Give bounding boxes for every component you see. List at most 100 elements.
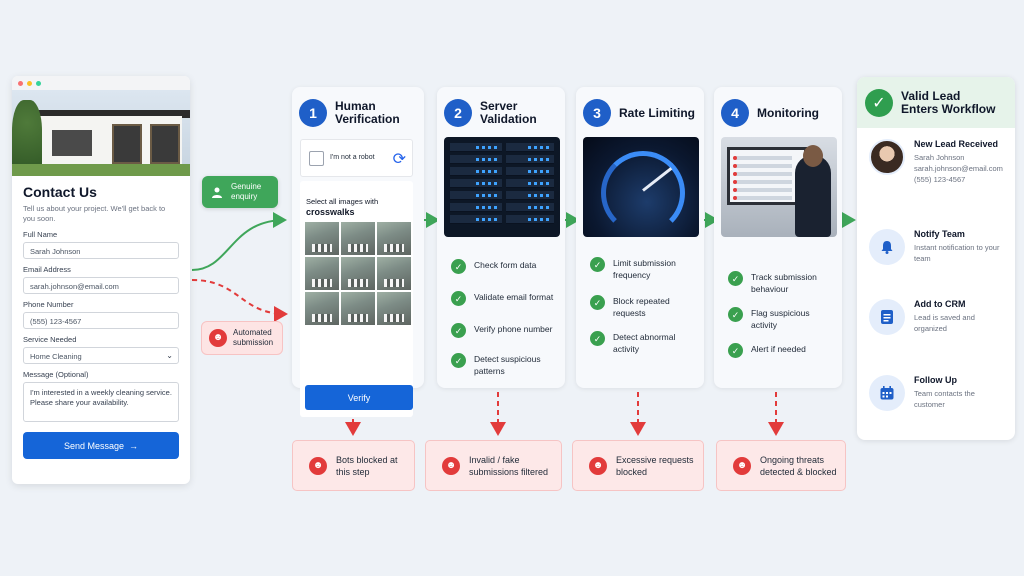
workflow-panel: ✓ Valid Lead Enters Workflow New Lead Re…	[857, 77, 1015, 440]
outcome-box-1: ☻ Bots blocked at this step	[292, 440, 415, 491]
check-icon: ✓	[728, 271, 743, 286]
workflow-header: ✓ Valid Lead Enters Workflow	[857, 77, 1015, 128]
automated-submission-badge: ☻ Automated submission	[201, 321, 283, 355]
check-icon: ✓	[451, 353, 466, 368]
step-number-1: 1	[299, 99, 327, 127]
monitoring-image	[721, 137, 837, 237]
outcome-label-3: Excessive requests blocked	[616, 454, 694, 477]
message-label: Message (Optional)	[23, 370, 89, 379]
robot-icon: ☻	[209, 329, 227, 347]
phone-input[interactable]: (555) 123-4567	[23, 312, 179, 329]
outcome-box-4: ☻ Ongoing threats detected & blocked	[716, 440, 846, 491]
checklist-item: ✓Alert if needed	[728, 343, 836, 358]
automated-submission-label: Automated submission	[233, 328, 274, 347]
outcome-label-2: Invalid / fake submissions filtered	[469, 454, 549, 477]
email-input[interactable]: sarah.johnson@email.com	[23, 277, 179, 294]
arrow-right-icon: →	[129, 440, 139, 451]
chevron-down-icon: ⌄	[166, 351, 173, 360]
image-tile[interactable]	[341, 222, 375, 255]
window-maximize-dot	[36, 80, 41, 86]
outcome-box-2: ☻ Invalid / fake submissions filtered	[425, 440, 562, 491]
image-tile[interactable]	[341, 292, 375, 325]
checklist-item: ✓Detect abnormal activity	[590, 331, 698, 355]
speedometer-image	[583, 137, 699, 237]
avatar	[869, 139, 905, 175]
person-icon	[209, 184, 225, 200]
step-title-2: Server Validation	[480, 99, 537, 126]
outcome-label-1: Bots blocked at this step	[336, 454, 398, 477]
workflow-item-desc: Team contacts the customer	[914, 389, 975, 409]
check-icon: ✓	[728, 307, 743, 322]
workflow-item-notify: Notify Team Instant notification to your…	[869, 229, 1009, 265]
form-subtitle: Tell us about your project. We'll get ba…	[23, 204, 166, 223]
document-icon	[869, 299, 905, 335]
workflow-item-title: New Lead Received	[914, 139, 999, 149]
robot-icon: ☻	[733, 456, 751, 475]
image-tile[interactable]	[377, 292, 411, 325]
send-message-button[interactable]: Send Message →	[23, 432, 179, 459]
image-tile[interactable]	[341, 257, 375, 290]
genuine-enquiry-badge: Genuine enquiry	[202, 176, 278, 208]
checklist-item: ✓Check form data	[451, 259, 553, 274]
recaptcha-refresh-icon: ⟳	[392, 151, 406, 168]
calendar-icon	[869, 375, 905, 411]
full-name-input[interactable]: Sarah Johnson	[23, 242, 179, 259]
window-close-dot	[18, 80, 23, 86]
genuine-enquiry-label: Genuine enquiry	[231, 182, 262, 201]
service-label: Service Needed	[23, 335, 77, 344]
step-title-3: Rate Limiting	[619, 105, 696, 120]
check-icon: ✓	[451, 259, 466, 274]
captcha-widget: I'm not a robot ⟳ Select all images with…	[300, 139, 413, 459]
check-circle-icon: ✓	[865, 88, 893, 117]
image-tile[interactable]	[377, 222, 411, 255]
service-select[interactable]: Home Cleaning ⌄	[23, 347, 179, 364]
monitoring-checklist: ✓Track submission behaviour ✓Flag suspic…	[728, 271, 836, 358]
server-rack-image	[444, 137, 560, 237]
step-number-3: 3	[583, 99, 611, 127]
workflow-title: Valid Lead Enters Workflow	[901, 88, 996, 116]
check-icon: ✓	[590, 295, 605, 310]
step-title-1: Human Verification	[335, 99, 400, 126]
window-minimize-dot	[27, 80, 32, 86]
challenge-instruction: Select all images with crosswalks	[306, 197, 379, 217]
checklist-item: ✓Verify phone number	[451, 323, 553, 338]
full-name-label: Full Name	[23, 230, 58, 239]
automated-arrow	[191, 279, 288, 322]
robot-icon: ☻	[309, 456, 327, 475]
contact-form-window: Contact Us Tell us about your project. W…	[12, 76, 190, 484]
message-textarea[interactable]: I'm interested in a weekly cleaning serv…	[23, 382, 179, 422]
genuine-arrow	[191, 212, 287, 271]
workflow-item-desc: Lead is saved and organized	[914, 313, 975, 333]
check-icon: ✓	[451, 291, 466, 306]
step-title-4: Monitoring	[757, 105, 819, 120]
robot-icon: ☻	[442, 456, 460, 475]
image-tile[interactable]	[305, 222, 339, 255]
outcome-label-4: Ongoing threats detected & blocked	[760, 454, 837, 477]
lead-phone: (555) 123-4567	[914, 175, 966, 184]
workflow-item-title: Follow Up	[914, 375, 957, 385]
checklist-item: ✓Flag suspicious activity	[728, 307, 836, 331]
check-icon: ✓	[590, 331, 605, 346]
checklist-item: ✓Limit submission frequency	[590, 257, 698, 281]
image-tile[interactable]	[305, 292, 339, 325]
checklist-item: ✓Validate email format	[451, 291, 553, 306]
workflow-item-title: Notify Team	[914, 229, 965, 239]
step-number-2: 2	[444, 99, 472, 127]
workflow-item-crm: Add to CRM Lead is saved and organized	[869, 299, 1009, 335]
not-robot-checkbox[interactable]	[309, 151, 324, 166]
workflow-item-title: Add to CRM	[914, 299, 966, 309]
outcome-box-3: ☻ Excessive requests blocked	[572, 440, 704, 491]
step-card-monitoring: 4 Monitoring ✓Track submission behaviour…	[714, 87, 842, 388]
house-hero-image	[12, 90, 190, 176]
image-tile[interactable]	[377, 257, 411, 290]
bell-icon	[869, 229, 905, 265]
step-card-human-verification: 1 Human Verification I'm not a robot ⟳ S…	[292, 87, 424, 417]
robot-icon: ☻	[589, 456, 607, 475]
image-challenge-panel: Select all images with crosswalks Verify	[300, 181, 413, 417]
not-robot-box: I'm not a robot ⟳	[300, 139, 413, 177]
server-validation-checklist: ✓Check form data ✓Validate email format …	[451, 259, 553, 377]
not-robot-label: I'm not a robot	[330, 154, 375, 161]
image-tile[interactable]	[305, 257, 339, 290]
verify-button[interactable]: Verify	[305, 385, 413, 410]
phone-label: Phone Number	[23, 300, 74, 309]
